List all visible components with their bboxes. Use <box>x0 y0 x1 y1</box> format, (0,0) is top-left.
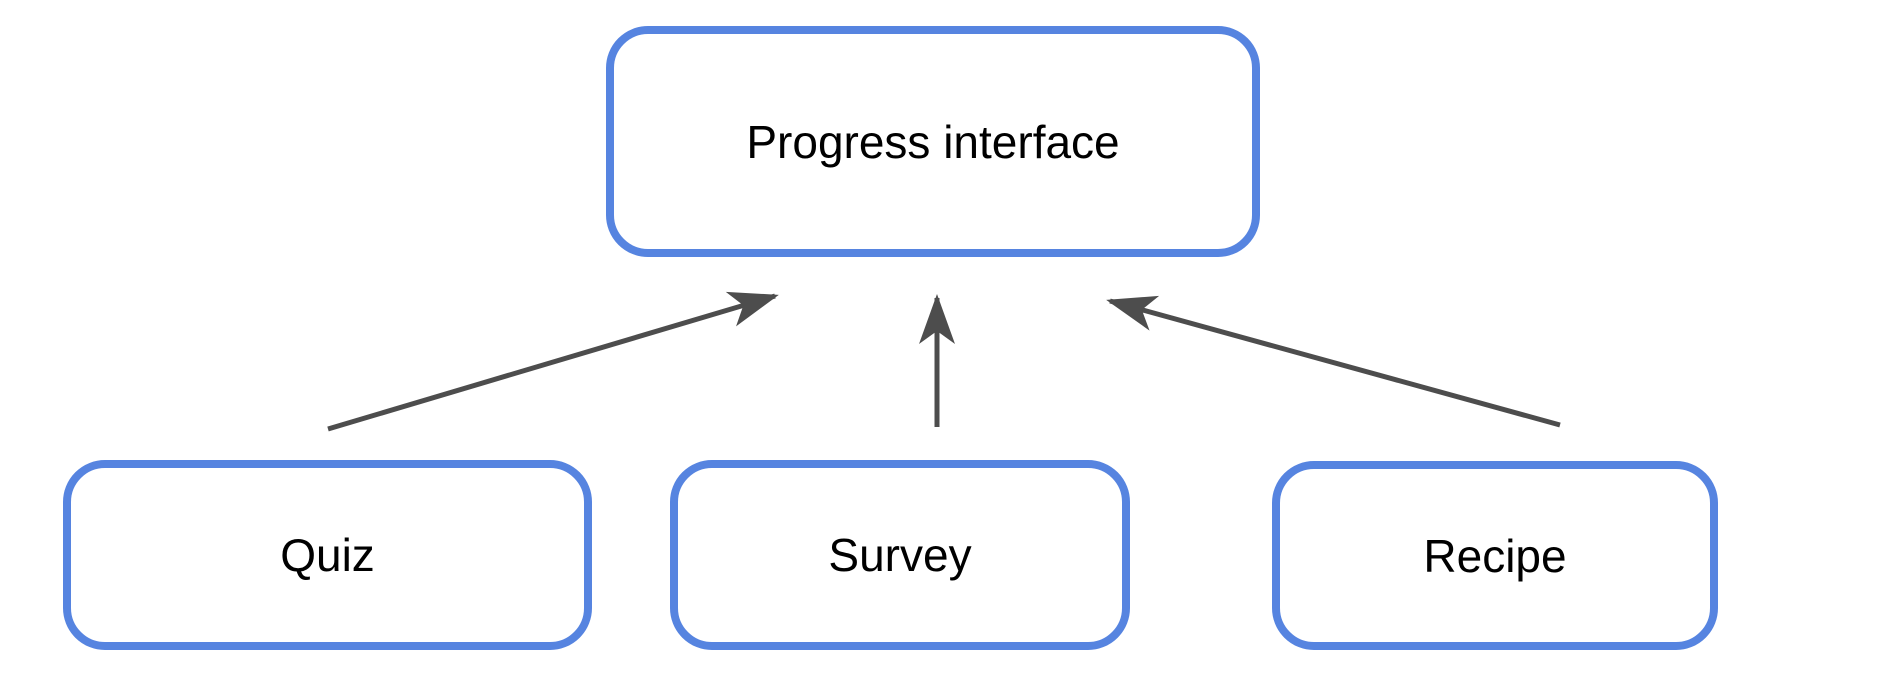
edge-recipe-to-progress <box>1106 295 1561 428</box>
node-label-recipe: Recipe <box>1423 529 1567 582</box>
node-label-survey: Survey <box>828 529 972 581</box>
node-label-quiz: Quiz <box>280 529 375 581</box>
node-label-progress-interface: Progress interface <box>746 115 1120 168</box>
node-survey[interactable]: Survey <box>670 460 1130 650</box>
node-recipe[interactable]: Recipe <box>1272 461 1718 650</box>
node-progress-interface[interactable]: Progress interface <box>606 26 1260 257</box>
edge-quiz-to-progress <box>327 291 779 432</box>
node-quiz[interactable]: Quiz <box>63 460 592 650</box>
